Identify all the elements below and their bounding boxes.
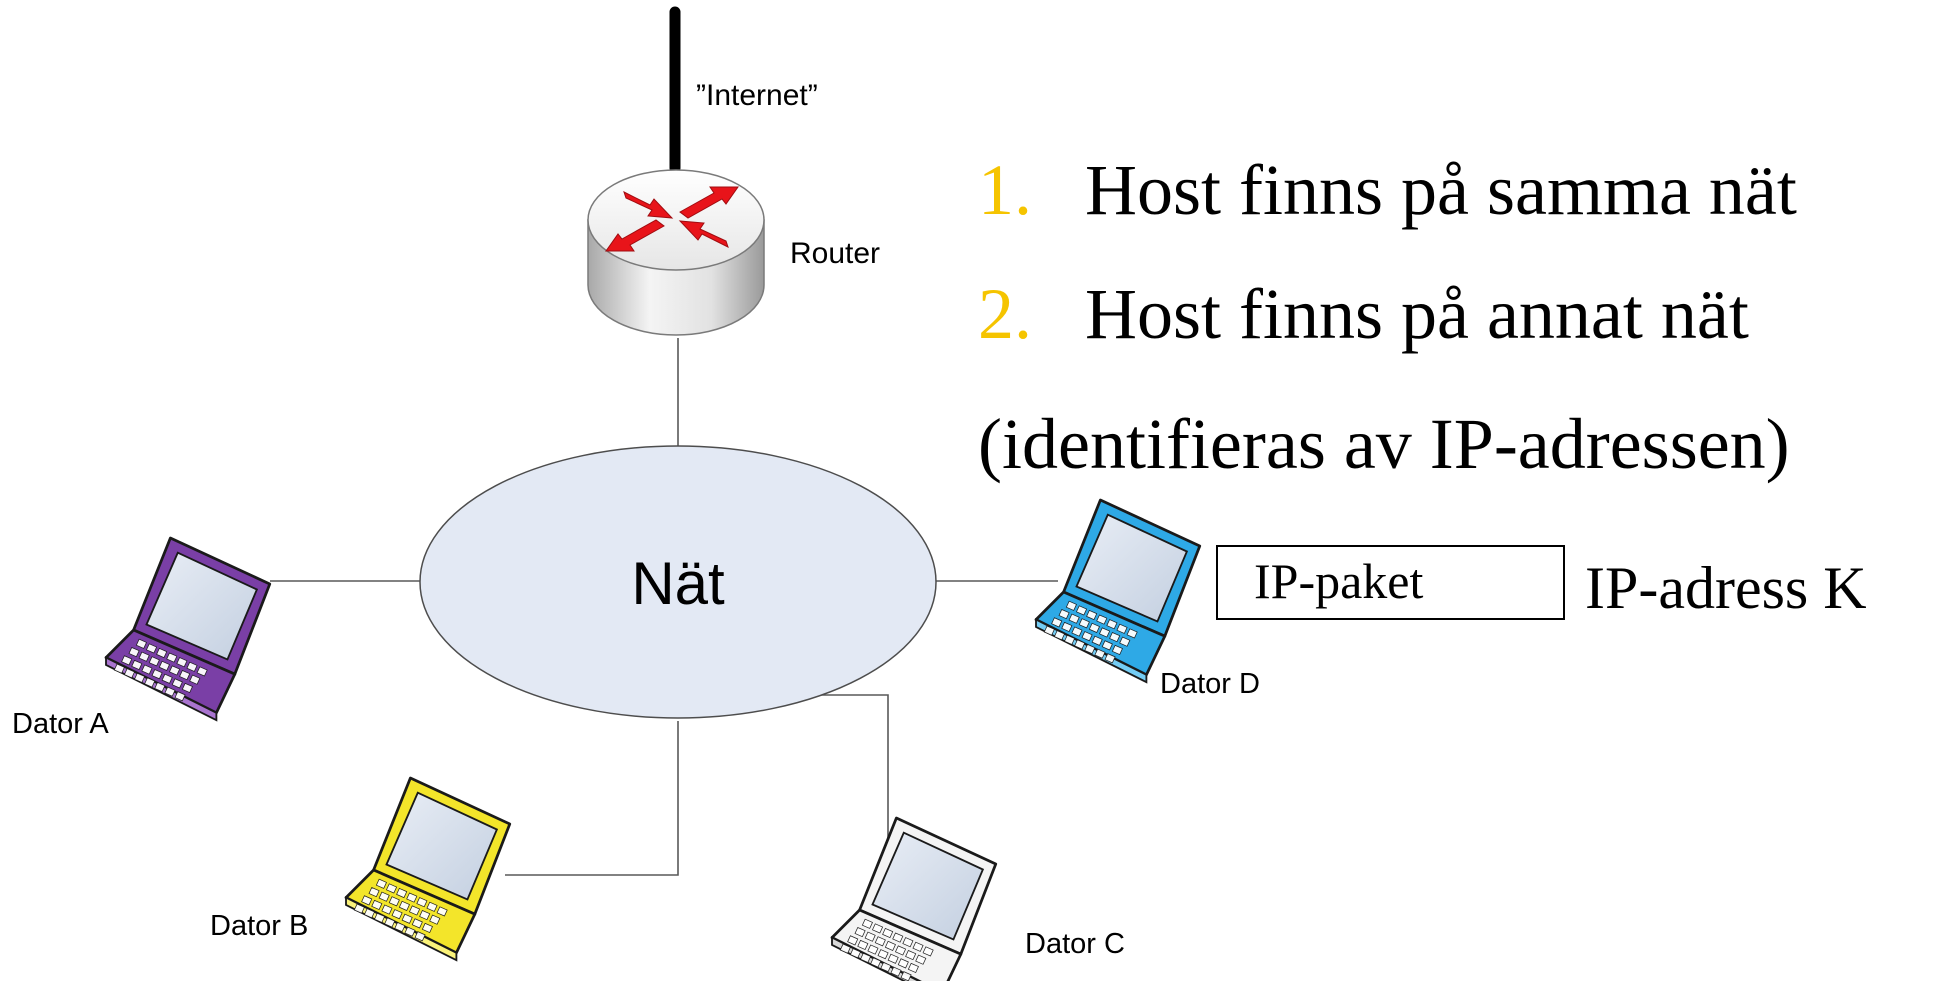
laptop-c-icon bbox=[830, 816, 998, 981]
ip-address-label: IP-adress K bbox=[1585, 555, 1867, 621]
network-label: Nät bbox=[631, 550, 725, 617]
computer-b-label: Dator B bbox=[210, 910, 308, 942]
connections bbox=[270, 338, 1058, 876]
list-item-2-number: 2. bbox=[978, 274, 1032, 354]
list-item-1: 1. Host finns på samma nät bbox=[978, 150, 1797, 230]
link-b-net bbox=[505, 721, 679, 876]
list-note: (identifieras av IP-adressen) bbox=[978, 404, 1790, 484]
network-cloud bbox=[419, 445, 937, 719]
list-item-2: 2. Host finns på annat nät bbox=[978, 274, 1749, 354]
list-item-1-number: 1. bbox=[978, 150, 1032, 230]
router-icon bbox=[587, 169, 765, 336]
internet-label: ”Internet” bbox=[696, 79, 818, 112]
laptop-b-icon bbox=[344, 776, 512, 962]
ip-packet-label: IP-paket bbox=[1254, 553, 1423, 609]
computer-d-label: Dator D bbox=[1160, 668, 1260, 700]
ip-packet-box bbox=[1216, 545, 1565, 620]
laptop-a-icon bbox=[104, 536, 272, 722]
list-item-2-text: Host finns på annat nät bbox=[1085, 274, 1749, 354]
list-item-1-text: Host finns på samma nät bbox=[1085, 150, 1797, 230]
computer-a-label: Dator A bbox=[12, 708, 109, 740]
laptop-d-icon bbox=[1034, 498, 1202, 684]
router-label: Router bbox=[790, 237, 880, 270]
computer-c-label: Dator C bbox=[1025, 928, 1125, 960]
link-c-net bbox=[820, 694, 889, 860]
